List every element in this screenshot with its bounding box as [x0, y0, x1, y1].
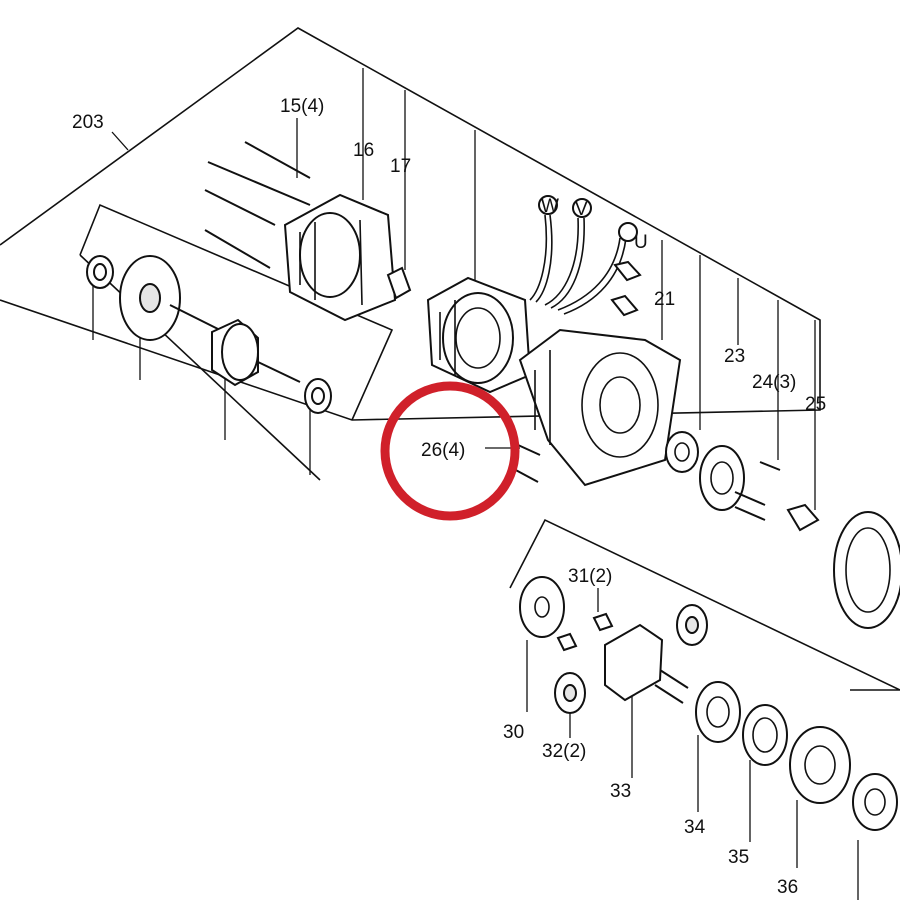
label-32: 32(2) — [542, 741, 586, 762]
callout-labels: 203 15(4) 16 17 21 23 24(3) 25 26(4) 31(… — [72, 96, 826, 898]
part-17 — [386, 266, 412, 300]
group-outline-203 — [0, 27, 821, 481]
washer-34 — [695, 681, 741, 743]
label-15: 15(4) — [280, 96, 324, 117]
carrier-33 — [604, 623, 689, 704]
label-34: 34 — [684, 817, 706, 838]
gear-case — [518, 328, 682, 487]
wires-w-v-u — [529, 195, 638, 315]
internal-gear — [833, 511, 900, 629]
ring-35 — [742, 704, 788, 766]
label-30: 30 — [503, 722, 524, 743]
label-203: 203 — [72, 112, 104, 133]
rotor-assembly — [86, 255, 332, 414]
label-33: 33 — [610, 781, 631, 802]
label-21: 21 — [654, 289, 675, 310]
plate-23 — [699, 445, 745, 511]
label-31: 31(2) — [568, 566, 612, 587]
label-36: 36 — [777, 877, 798, 898]
bearing-37 — [852, 773, 898, 831]
bearing-36 — [789, 726, 851, 804]
wire-label-u: U — [634, 232, 648, 253]
label-25: 25 — [805, 394, 826, 415]
leader-lines — [92, 68, 859, 900]
label-23: 23 — [724, 346, 745, 367]
label-16: 16 — [353, 140, 374, 161]
label-35: 35 — [728, 847, 749, 868]
label-26: 26(4) — [421, 440, 465, 461]
stator-housing — [426, 276, 532, 394]
label-17: 17 — [390, 156, 411, 177]
wire-label-v: V — [575, 199, 588, 220]
housing-16 — [283, 193, 397, 322]
group-outline-30-36 — [509, 518, 900, 691]
wire-label-w: W — [541, 196, 559, 217]
highlight-circle — [380, 381, 520, 521]
bearing-22 — [665, 431, 699, 473]
pins-24-25 — [734, 461, 820, 532]
screws-21 — [610, 260, 642, 317]
washer-30 — [519, 576, 565, 638]
bolt-15 — [204, 141, 311, 269]
label-24: 24(3) — [752, 372, 796, 393]
gears-32 — [554, 604, 708, 714]
needle-31 — [556, 612, 614, 652]
